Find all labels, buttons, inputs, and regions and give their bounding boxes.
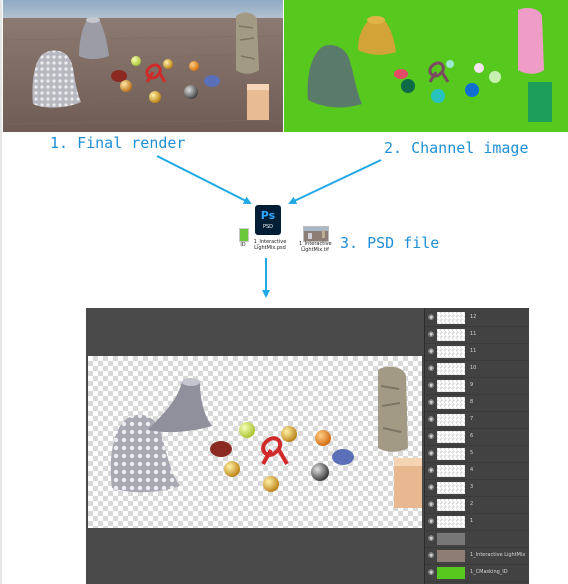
layer-name: 3 (470, 484, 474, 490)
eye-icon[interactable]: ◉ (428, 551, 435, 559)
eye-icon[interactable]: ◉ (428, 415, 435, 423)
tif-thumb-cloth (308, 233, 312, 239)
tif-file-name: 1_Interactive LightMix.tif (299, 241, 332, 253)
eye-icon[interactable]: ◉ (428, 347, 435, 355)
eye-icon[interactable]: ◉ (428, 568, 435, 576)
layer-thumbnail (437, 465, 465, 477)
layer-thumbnail (437, 448, 465, 460)
caption-final-render: 1. Final render (50, 134, 186, 152)
layer-thumbnail (437, 397, 465, 409)
layer-thumbnail (437, 380, 465, 392)
layer-row[interactable]: ◉ 1_Interactive LightMix (425, 548, 529, 565)
layer-row[interactable]: ◉ 10 (425, 361, 529, 378)
layer-row[interactable]: ◉6 (425, 429, 529, 446)
final-render-image (3, 0, 283, 132)
arrow-channel-to-psd (288, 159, 382, 205)
layer-thumbnail (437, 550, 465, 562)
layer-name: 10 (470, 365, 477, 371)
layer-row[interactable]: ◉7 (425, 412, 529, 429)
layer-thumbnail (437, 567, 465, 579)
render-scene (3, 0, 283, 132)
eye-icon[interactable]: ◉ (428, 313, 435, 321)
layer-row[interactable]: ◉1 (425, 514, 529, 531)
layers-panel: ◉12◉11◉11◉10◉9◉8◉7◉6◉5◉4◉3◉2◉1◉◉1_Intera… (424, 308, 529, 584)
layer-name: 4 (470, 467, 474, 473)
partial-file-label: ID (240, 242, 246, 248)
eye-icon[interactable]: ◉ (428, 534, 435, 542)
layer-row[interactable]: ◉5 (425, 446, 529, 463)
tif-file-thumbnail[interactable] (303, 226, 329, 242)
layer-thumbnail (437, 482, 465, 494)
eye-icon[interactable]: ◉ (428, 398, 435, 406)
layer-thumbnail (437, 414, 465, 426)
layer-name: 1_Interactive LightMix (470, 552, 526, 558)
layer-thumbnail (437, 499, 465, 511)
layer-row[interactable]: ◉3 (425, 480, 529, 497)
eye-icon[interactable]: ◉ (428, 364, 435, 372)
layer-row[interactable]: ◉9 (425, 378, 529, 395)
psd-file-icon[interactable]: Ps PSD (255, 205, 281, 235)
ps-logo-text: Ps (260, 209, 276, 222)
psd-file-name: 1_Interactive LightMix.psd (253, 239, 287, 251)
layer-name: 2 (470, 501, 474, 507)
page-edge (0, 0, 2, 584)
layer-row[interactable]: ◉8 (425, 395, 529, 412)
transparent-canvas[interactable] (88, 356, 422, 528)
layer-row[interactable]: ◉ 1_CMasking_ID (425, 565, 529, 582)
tif-thumb-sky (304, 227, 328, 231)
caption-psd-file: 3. PSD file (340, 234, 440, 252)
canvas-layer-content (110, 366, 422, 508)
layer-thumbnail (437, 363, 465, 375)
layer-name: 8 (470, 399, 474, 405)
channel-mask-shapes (307, 8, 552, 122)
layer-name: 9 (470, 382, 474, 388)
layer-thumbnail (437, 329, 465, 341)
layer-name: 11 (470, 348, 477, 354)
caption-channel-image: 2. Channel image (384, 139, 529, 157)
layer-name: 6 (470, 433, 474, 439)
eye-icon[interactable]: ◉ (428, 449, 435, 457)
document-canvas-area (86, 308, 424, 584)
ps-logo-subtext: PSD (262, 224, 274, 230)
eye-icon[interactable]: ◉ (428, 432, 435, 440)
layer-thumbnail (437, 516, 465, 528)
arrow-render-to-psd (156, 155, 252, 204)
eye-icon[interactable]: ◉ (428, 466, 435, 474)
layer-row[interactable]: ◉ 11 (425, 327, 529, 344)
layer-name: 11 (470, 331, 477, 337)
eye-icon[interactable]: ◉ (428, 517, 435, 525)
layer-row[interactable]: ◉2 (425, 497, 529, 514)
partial-file-thumbnail[interactable] (239, 228, 249, 242)
layer-thumbnail (437, 346, 465, 358)
eye-icon[interactable]: ◉ (428, 381, 435, 389)
layer-name: 5 (470, 450, 474, 456)
photoshop-window: ◉12◉11◉11◉10◉9◉8◉7◉6◉5◉4◉3◉2◉1◉◉1_Intera… (86, 308, 529, 584)
channel-image (284, 0, 568, 132)
eye-icon[interactable]: ◉ (428, 330, 435, 338)
layer-name: 1_CMasking_ID (470, 569, 508, 575)
layer-thumbnail (437, 431, 465, 443)
layer-row[interactable]: ◉4 (425, 463, 529, 480)
layer-row[interactable]: ◉ (425, 531, 529, 548)
tif-thumb-column (322, 230, 325, 238)
layer-row[interactable]: ◉ 11 (425, 344, 529, 361)
layer-name: 1 (470, 518, 474, 524)
layer-list: ◉12◉11◉11◉10◉9◉8◉7◉6◉5◉4◉3◉2◉1◉◉1_Intera… (425, 310, 529, 584)
eye-icon[interactable]: ◉ (428, 500, 435, 508)
layer-name: 12 (470, 314, 477, 320)
layer-row[interactable]: ◉ 12 (425, 310, 529, 327)
layer-thumbnail (437, 533, 465, 545)
eye-icon[interactable]: ◉ (428, 483, 435, 491)
layer-name: 7 (470, 416, 474, 422)
layer-thumbnail (437, 312, 465, 324)
